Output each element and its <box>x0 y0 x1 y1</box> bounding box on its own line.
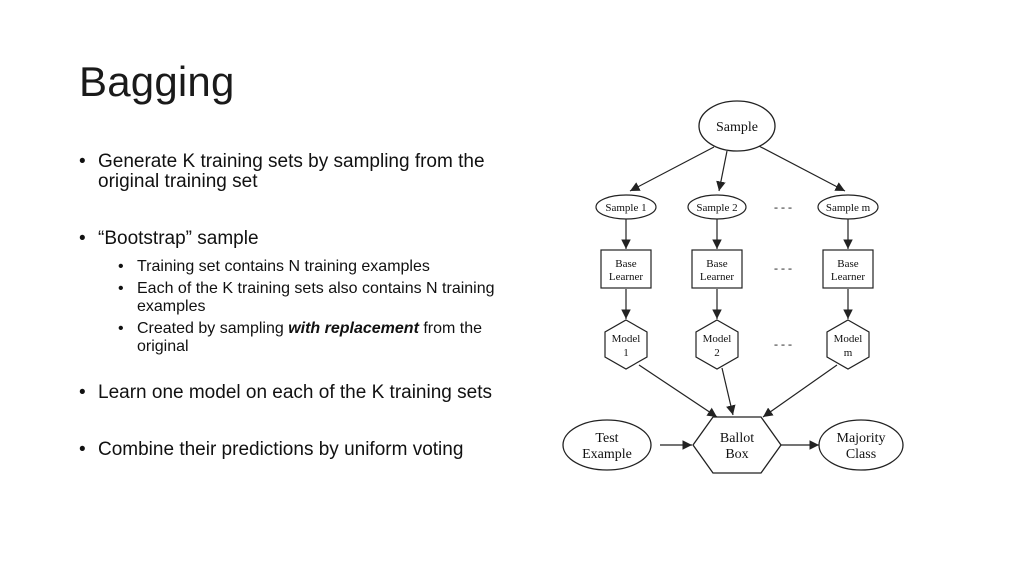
node-learner-1: Base Learner <box>600 249 652 289</box>
row-ellipsis: - - - <box>774 261 792 275</box>
bullet-item: “Bootstrap” sample Training set contains… <box>79 229 499 356</box>
edge-sample-to-sample2 <box>716 150 728 192</box>
node-test-example: Test Example <box>562 419 652 471</box>
edge-model2-to-ballot <box>721 367 736 416</box>
node-learner-2-line1: Base <box>706 258 728 270</box>
node-ballot-line2: Box <box>725 447 748 462</box>
bullet-item: Learn one model on each of the K trainin… <box>79 382 499 404</box>
node-sample-label: Sample <box>716 120 758 135</box>
node-sample-1-label: Sample 1 <box>605 202 646 214</box>
sub-bullet-item: Created by sampling with replacement fro… <box>98 320 499 356</box>
sub-bullet-text: Training set contains N training example… <box>137 258 430 275</box>
node-majority-line1: Majority <box>837 431 886 446</box>
bullet-text: Learn one model on each of the K trainin… <box>98 382 492 403</box>
node-test-line2: Example <box>582 447 632 462</box>
node-learner-1-line2: Learner <box>609 271 644 283</box>
bullet-text: Combine their predictions by uniform vot… <box>98 439 464 460</box>
node-model-m-line2: m <box>844 347 853 359</box>
node-sample-2: Sample 2 <box>687 194 747 220</box>
bagging-diagram: Sample Sample 1 Sample 2 Sample m - - - … <box>562 100 904 474</box>
row-ellipsis: - - - <box>774 337 792 351</box>
sub-bullet-suffix: from the original <box>137 320 483 355</box>
node-learner-1-line1: Base <box>615 258 637 270</box>
bullet-text: “Bootstrap” sample <box>98 228 259 249</box>
node-model-2-line1: Model <box>703 333 732 345</box>
edge-sample-to-sample1 <box>629 146 715 192</box>
node-learner-2-line2: Learner <box>700 271 735 283</box>
node-sample-m: Sample m <box>817 194 879 220</box>
node-sample-2-label: Sample 2 <box>696 202 737 214</box>
node-model-2-line2: 2 <box>714 347 720 359</box>
sub-bullet-item: Each of the K training sets also contain… <box>98 280 499 316</box>
sub-bullet-list: Training set contains N training example… <box>98 258 499 356</box>
node-ballot-box: Ballot Box <box>692 416 782 474</box>
bullet-item: Combine their predictions by uniform vot… <box>79 439 499 461</box>
node-model-m-line1: Model <box>834 333 863 345</box>
edge-modelm-to-ballot <box>762 364 838 418</box>
node-learner-m-line1: Base <box>837 258 859 270</box>
bullet-item: Generate K training sets by sampling fro… <box>79 152 499 192</box>
node-model-2: Model 2 <box>695 319 739 370</box>
node-model-m: Model m <box>826 319 870 370</box>
edge-sample-to-samplem <box>756 144 846 192</box>
sub-bullet-item: Training set contains N training example… <box>98 258 499 276</box>
slide-title: Bagging <box>79 58 235 105</box>
node-majority-class: Majority Class <box>818 419 904 471</box>
node-learner-m: Base Learner <box>822 249 874 289</box>
node-majority-line2: Class <box>846 447 876 462</box>
bullet-list: Generate K training sets by sampling fro… <box>79 152 499 497</box>
node-sample-1: Sample 1 <box>595 194 657 220</box>
node-learner-2: Base Learner <box>691 249 743 289</box>
sub-bullet-text: Each of the K training sets also contain… <box>137 280 495 315</box>
sub-bullet-emphasis: with replacement <box>288 320 419 337</box>
node-sample: Sample <box>698 100 776 152</box>
diagram-edges <box>621 144 853 450</box>
node-sample-m-label: Sample m <box>826 202 871 214</box>
node-test-line1: Test <box>595 431 618 446</box>
sub-bullet-prefix: Created by sampling <box>137 320 289 337</box>
node-model-1-line1: Model <box>612 333 641 345</box>
edge-model1-to-ballot <box>638 364 718 418</box>
node-model-1-line2: 1 <box>623 347 629 359</box>
row-ellipsis: - - - <box>774 200 792 214</box>
bullet-text: Generate K training sets by sampling fro… <box>98 151 485 192</box>
node-ballot-line1: Ballot <box>720 431 754 446</box>
node-model-1: Model 1 <box>604 319 648 370</box>
node-learner-m-line2: Learner <box>831 271 866 283</box>
